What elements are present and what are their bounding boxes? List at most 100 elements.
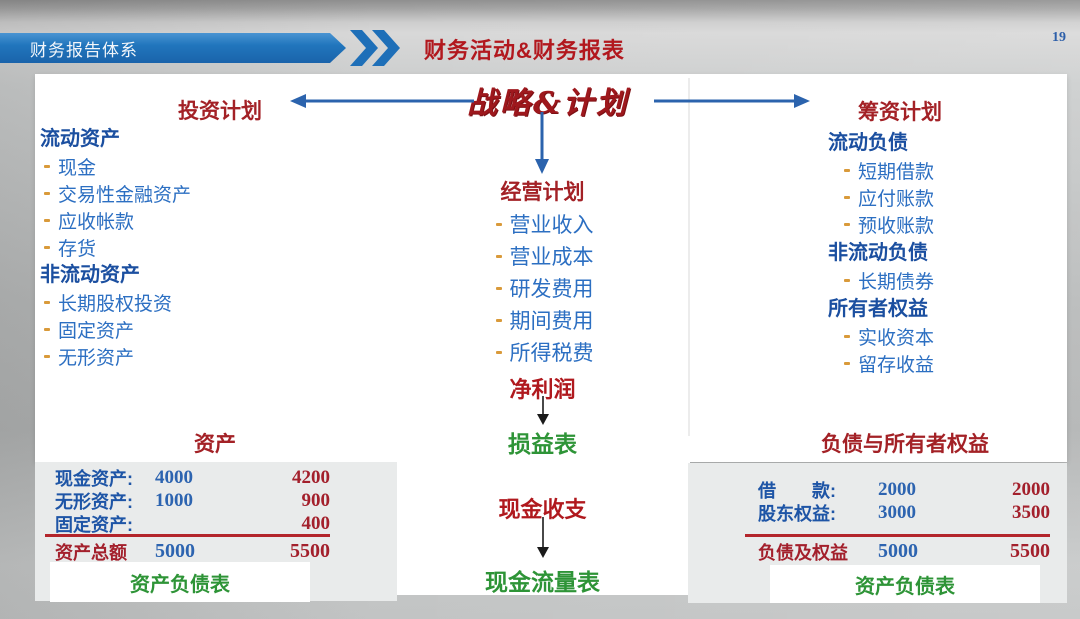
current-assets-group: 流动资产 现金 交易性金融资产 应收帐款 存货 (40, 122, 191, 261)
table-row: 无形资产: 1000 900 (55, 489, 330, 512)
list-item: 长期股权投资 (40, 289, 172, 316)
liabilities-table: 借 款: 2000 2000 股东权益: 3000 3500 (758, 478, 1050, 524)
row-label: 无形资产: (55, 491, 133, 512)
balance-sheet-box: 资产负债表 (50, 562, 310, 602)
noncurrent-assets-group: 非流动资产 长期股权投资 固定资产 无形资产 (40, 258, 172, 370)
list-item-label: 短期借款 (858, 162, 935, 183)
list-item-label: 长期债券 (858, 272, 935, 293)
dash-bullet-icon (495, 286, 502, 290)
dash-bullet-icon (844, 196, 850, 199)
list-item-label: 营业收入 (509, 214, 594, 237)
balance-sheet-label: 资产负债表 (855, 575, 955, 598)
table-row: 固定资产: 400 (55, 512, 330, 535)
assets-total-row: 资产总额 5000 5500 (55, 540, 330, 563)
dash-bullet-icon (44, 219, 50, 222)
list-item: 短期借款 (840, 157, 934, 184)
dash-bullet-icon (844, 223, 850, 226)
total-divider-line (745, 534, 1050, 537)
group-heading: 流动资产 (40, 128, 120, 150)
list-item: 交易性金融资产 (40, 180, 191, 207)
dash-bullet-icon (844, 169, 850, 172)
assets-table: 现金资产: 4000 4200 无形资产: 1000 900 固定资产: 400 (55, 466, 330, 535)
noncurrent-liabilities-group: 非流动负债 长期债券 (828, 236, 934, 294)
liabilities-total-row: 负债及权益 5000 5500 (758, 540, 1050, 563)
list-item-label: 固定资产 (58, 321, 135, 342)
total-label: 资产总额 (55, 542, 127, 563)
dash-bullet-icon (844, 335, 850, 338)
total-value-2: 5500 (1010, 540, 1050, 562)
list-item-label: 研发费用 (509, 278, 594, 301)
row-value-2: 3500 (1012, 501, 1050, 523)
list-item-label: 所得税费 (509, 342, 594, 365)
dash-bullet-icon (44, 355, 50, 358)
vertical-divider (688, 78, 690, 436)
list-item: 无形资产 (40, 343, 172, 370)
list-item-label: 留存收益 (858, 355, 935, 376)
total-value-1: 5000 (155, 540, 195, 562)
dash-bullet-icon (44, 192, 50, 195)
dash-bullet-icon (844, 279, 850, 282)
row-label: 借 款: (758, 480, 836, 501)
list-item: 长期债券 (840, 267, 934, 294)
list-item: 留存收益 (840, 350, 934, 377)
list-item: 研发费用 (450, 272, 635, 304)
dash-bullet-icon (495, 350, 502, 354)
dash-bullet-icon (844, 362, 850, 365)
list-item-label: 长期股权投资 (58, 294, 173, 315)
row-value-1: 3000 (878, 501, 916, 523)
list-item: 存货 (40, 234, 191, 261)
dash-bullet-icon (44, 301, 50, 304)
balance-sheet-box: 资产负债表 (770, 565, 1040, 603)
income-statement-label: 损益表 (508, 431, 577, 457)
total-label: 负债及权益 (758, 542, 848, 563)
current-liabilities-group: 流动负债 短期借款 应付账款 预收账款 (828, 126, 934, 238)
row-value-2: 2000 (1012, 478, 1050, 500)
investment-plan-title: 投资计划 (178, 100, 262, 123)
row-label: 股东权益: (758, 503, 836, 524)
list-item: 期间费用 (450, 304, 635, 336)
list-item-label: 营业成本 (509, 246, 594, 269)
list-item-label: 应付账款 (858, 189, 935, 210)
dash-bullet-icon (44, 328, 50, 331)
table-row: 股东权益: 3000 3500 (758, 501, 1050, 524)
list-item-label: 交易性金融资产 (58, 185, 192, 206)
breadcrumb: 财务报告体系 (30, 40, 138, 60)
table-row: 借 款: 2000 2000 (758, 478, 1050, 501)
strategy-plan-label: 战略&计划 (466, 86, 630, 121)
list-item-label: 应收帐款 (58, 212, 135, 233)
arrow-down-black-icon (537, 517, 549, 558)
page-number: 19 (1052, 30, 1066, 45)
row-value-1: 4000 (155, 466, 193, 488)
list-item: 所得税费 (450, 336, 635, 368)
list-item: 固定资产 (40, 316, 172, 343)
page-title: 财务活动&财务报表 (424, 38, 625, 63)
group-heading: 所有者权益 (828, 298, 928, 320)
total-value-1: 5000 (878, 540, 918, 562)
list-item: 应付账款 (840, 184, 934, 211)
list-item-label: 期间费用 (509, 310, 594, 333)
arrow-right-icon (654, 94, 810, 108)
chevron-arrows-icon (350, 30, 400, 66)
list-item-label: 现金 (58, 158, 97, 179)
table-row: 现金资产: 4000 4200 (55, 466, 330, 489)
list-item: 应收帐款 (40, 207, 191, 234)
row-value-1: 1000 (155, 489, 193, 511)
operating-plan-title: 经营计划 (500, 181, 585, 204)
assets-table-title: 资产 (194, 433, 236, 456)
list-item: 营业收入 (450, 208, 635, 240)
row-label: 现金资产: (55, 468, 133, 489)
cash-flow-statement-label: 现金流量表 (485, 569, 600, 595)
row-value-1: 2000 (878, 478, 916, 500)
balance-sheet-label: 资产负债表 (130, 573, 230, 596)
dash-bullet-icon (44, 165, 50, 168)
arrow-down-icon (535, 112, 549, 174)
arrow-left-icon (290, 94, 474, 108)
row-value-2: 900 (301, 489, 331, 511)
owners-equity-group: 所有者权益 实收资本 留存收益 (828, 292, 934, 377)
financing-plan-title: 筹资计划 (858, 101, 942, 124)
arrow-down-black-icon (537, 396, 549, 425)
group-heading: 非流动资产 (40, 264, 140, 286)
list-item: 实收资本 (840, 323, 934, 350)
list-item-label: 无形资产 (58, 348, 135, 369)
